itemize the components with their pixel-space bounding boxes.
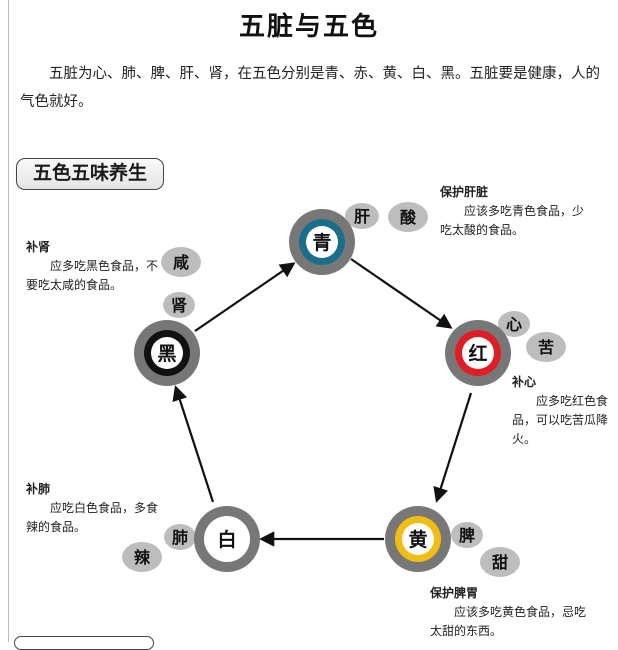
page-title: 五脏与五色 — [238, 12, 379, 42]
node-label-bai: 白 — [217, 528, 236, 551]
arrow-bai-to-hei — [172, 385, 215, 503]
taste-label-spicy: 辣 — [134, 548, 151, 567]
tag-spleen: 脾 — [451, 522, 483, 548]
tag-sour: 酸 — [388, 202, 428, 232]
node-bai: 白 — [194, 506, 260, 572]
left-margin-rule — [8, 0, 9, 642]
note-heart: 补心 应多吃红色食品，可以吃苦瓜降火。 — [512, 373, 608, 449]
tag-salty: 咸 — [161, 247, 201, 277]
next-section-frame — [14, 636, 154, 650]
note-spleen: 保护脾胃 应该多吃黄色食品，忌吃太甜的东西。 — [430, 584, 590, 641]
taste-label-bitter: 苦 — [538, 338, 554, 357]
node-qing: 青 — [289, 209, 355, 275]
note-liver-head: 保护肝脏 — [440, 185, 489, 199]
note-spleen-head: 保护脾胃 — [430, 586, 479, 600]
tag-heart: 心 — [498, 311, 530, 337]
node-label-hong: 红 — [468, 342, 487, 365]
note-heart-head: 补心 — [512, 375, 537, 389]
organ-label-spleen: 脾 — [459, 526, 475, 545]
arrow-hei-to-qing — [194, 262, 296, 332]
note-spleen-body: 应该多吃黄色食品，忌吃太甜的东西。 — [430, 605, 587, 638]
tag-bitter: 苦 — [526, 332, 566, 362]
arrow-qing-to-hong — [350, 258, 453, 329]
taste-label-sweet: 甜 — [492, 553, 508, 572]
taste-label-sour: 酸 — [400, 208, 417, 227]
tag-kidney: 肾 — [163, 292, 195, 318]
note-lung: 补肺 应吃白色食品，多食辣的食品。 — [26, 480, 164, 537]
organ-label-lung: 肺 — [172, 528, 188, 547]
tag-lung: 肺 — [164, 524, 196, 550]
arrow-hong-to-huang — [433, 392, 473, 503]
organ-label-liver: 肝 — [354, 207, 370, 226]
section-label: 五色五味养生 — [16, 158, 164, 190]
note-lung-body: 应吃白色食品，多食辣的食品。 — [26, 501, 159, 534]
note-kidney-body: 应多吃黑色食品，不要吃太咸的食品。 — [26, 259, 159, 292]
taste-label-salty: 咸 — [173, 253, 189, 272]
node-label-qing: 青 — [312, 232, 331, 254]
note-kidney: 补肾 应多吃黑色食品，不要吃太咸的食品。 — [26, 238, 162, 295]
note-liver: 保护肝脏 应该多吃青色食品，少吃太酸的食品。 — [440, 183, 590, 240]
tag-sweet: 甜 — [480, 547, 520, 577]
tag-liver: 肝 — [345, 203, 379, 229]
node-huang: 黄 — [385, 506, 451, 572]
node-label-hei: 黑 — [157, 343, 176, 365]
note-heart-body: 应多吃红色食品，可以吃苦瓜降火。 — [512, 394, 609, 446]
intro-paragraph: 五脏为心、肺、脾、肝、肾，在五色分别是青、赤、黄、白、黑。五脏要是健康，人的气色… — [20, 66, 600, 110]
tag-spicy: 辣 — [122, 542, 162, 572]
note-lung-head: 补肺 — [26, 482, 51, 496]
node-hei: 黑 — [134, 320, 200, 386]
node-label-huang: 黄 — [408, 528, 427, 551]
organ-label-kidney: 肾 — [171, 296, 187, 315]
note-liver-body: 应该多吃青色食品，少吃太酸的食品。 — [440, 204, 585, 237]
note-kidney-head: 补肾 — [26, 240, 51, 254]
organ-label-heart: 心 — [506, 315, 522, 334]
node-hong: 红 — [445, 320, 511, 386]
